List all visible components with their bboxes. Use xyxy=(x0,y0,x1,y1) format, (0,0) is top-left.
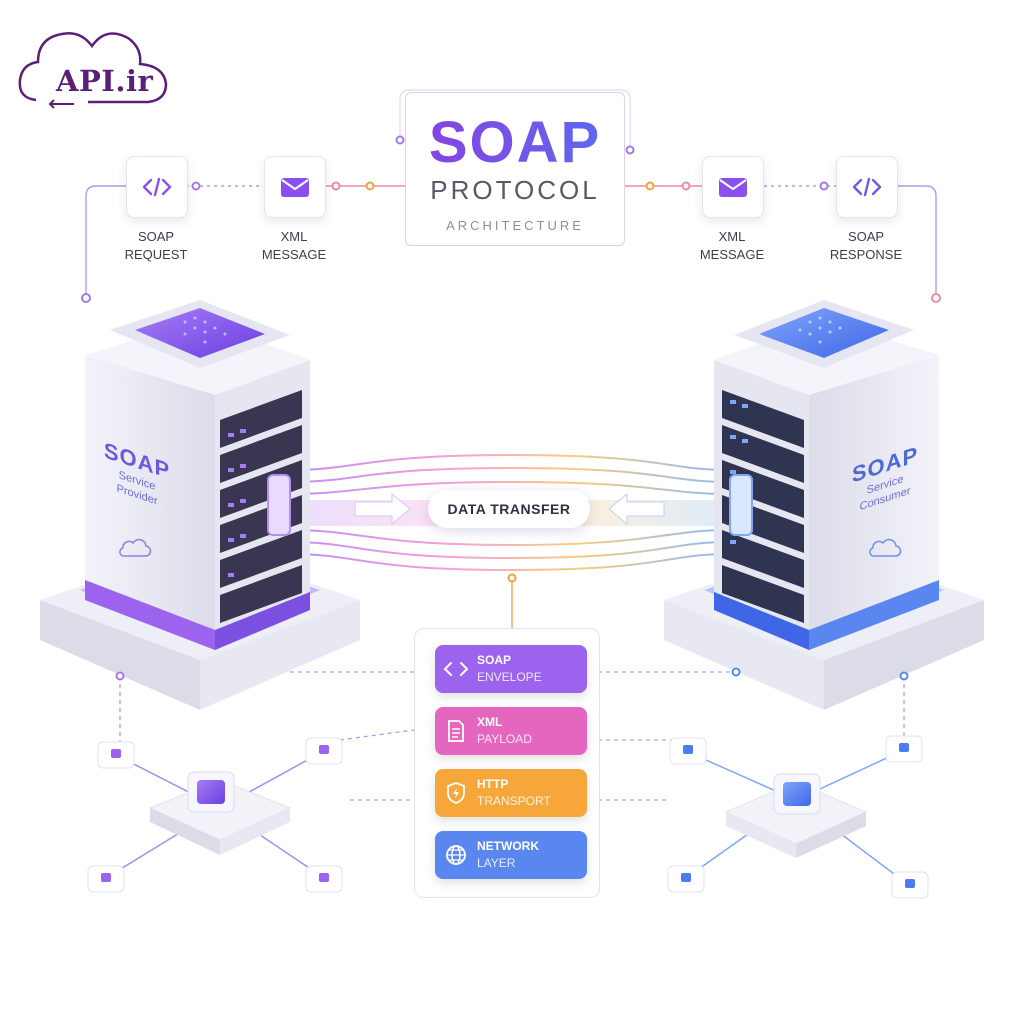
soap-response-card xyxy=(836,156,898,218)
layer-sub: PAYLOAD xyxy=(477,732,532,746)
xml-message-label-left: XML MESSAGE xyxy=(244,228,344,264)
data-transfer-pill: DATA TRANSFER xyxy=(428,490,590,528)
shield-icon xyxy=(447,782,465,804)
consumer-node-network xyxy=(667,735,929,899)
data-flow-stream xyxy=(289,453,731,572)
soap-request-line1: SOAP xyxy=(137,229,175,244)
code-icon xyxy=(852,177,882,197)
provider-node-network xyxy=(87,737,343,893)
title-sub: PROTOCOL xyxy=(430,175,600,205)
xml-message-card-right xyxy=(702,156,764,218)
code-icon xyxy=(142,177,172,197)
arrow-left-icon xyxy=(608,492,665,526)
logo-text: API.ir xyxy=(56,64,154,98)
cloud-icon xyxy=(119,538,152,557)
layer-sub: LAYER xyxy=(477,856,516,870)
cloud-icon xyxy=(869,538,902,557)
soap-request-card xyxy=(126,156,188,218)
layer-sub: TRANSPORT xyxy=(477,794,551,808)
xml-message-right-line2: MESSAGE xyxy=(699,247,765,262)
layer-network: NETWORK LAYER xyxy=(435,831,587,879)
envelope-icon xyxy=(281,178,309,197)
arrow-right-icon xyxy=(354,492,411,526)
logo: API.ir xyxy=(14,14,174,114)
xml-message-label-right: XML MESSAGE xyxy=(682,228,782,264)
provider-server-graphic xyxy=(40,300,360,710)
xml-message-left-line2: MESSAGE xyxy=(261,247,327,262)
layer-title: SOAP xyxy=(477,653,512,667)
soap-response-line1: SOAP xyxy=(847,229,885,244)
xml-message-card-left xyxy=(264,156,326,218)
consumer-server-graphic xyxy=(664,300,984,710)
connector-dots xyxy=(81,135,941,303)
code-icon xyxy=(444,662,468,676)
layer-title: XML xyxy=(477,715,503,729)
layer-sub: ENVELOPE xyxy=(477,670,542,684)
soap-response-label: SOAP RESPONSE xyxy=(816,228,916,264)
globe-icon xyxy=(446,845,466,865)
xml-message-right-line1: XML xyxy=(718,229,746,244)
layer-soap-envelope: SOAP ENVELOPE xyxy=(435,645,587,693)
title-tag: ARCHITECTURE xyxy=(446,218,584,233)
cloud-logo-icon xyxy=(18,32,168,109)
soap-request-label: SOAP REQUEST xyxy=(106,228,206,264)
top-connectors xyxy=(85,89,937,298)
envelope-icon xyxy=(719,178,747,197)
layer-title: NETWORK xyxy=(477,839,539,853)
document-icon xyxy=(448,720,464,742)
title-main: SOAP xyxy=(406,113,624,173)
soap-request-line2: REQUEST xyxy=(124,247,188,262)
title-box: SOAP PROTOCOL ARCHITECTURE xyxy=(405,92,625,246)
layer-http-transport: HTTP TRANSPORT xyxy=(435,769,587,817)
bottom-connectors xyxy=(119,578,905,801)
xml-message-left-line1: XML xyxy=(280,229,308,244)
layer-title: HTTP xyxy=(477,777,509,791)
layer-xml-payload: XML PAYLOAD xyxy=(435,707,587,755)
protocol-layer-stack: SOAP ENVELOPE XML PAYLOAD HTTP TRANSPORT NE… xyxy=(414,628,600,898)
soap-response-line2: RESPONSE xyxy=(829,247,903,262)
